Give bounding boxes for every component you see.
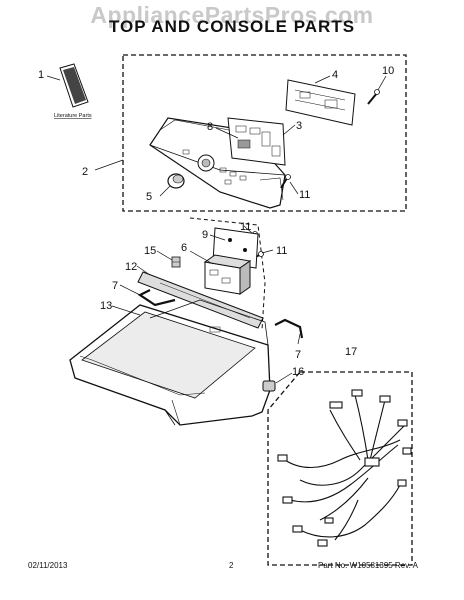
screw-11-upper (280, 174, 291, 189)
console-group-box (122, 54, 407, 212)
footer-date: 02/11/2013 (28, 561, 68, 570)
cover-foot (262, 380, 276, 392)
screw-10 (367, 89, 380, 105)
callout-9: 9 (202, 229, 208, 241)
callout-7-left: 7 (112, 280, 118, 292)
bracket-group-box (189, 217, 266, 331)
callout-16: 16 (292, 366, 304, 378)
footer-page-number: 2 (229, 561, 234, 570)
callout-11-middle: 11 (240, 221, 251, 233)
callout-11-lower: 11 (276, 245, 287, 257)
knob (167, 173, 185, 189)
leader-lines (46, 75, 387, 384)
callout-6: 6 (181, 242, 187, 254)
callout-8: 8 (207, 121, 213, 133)
footer-part-number: Part No. W10581395 Rev. A (318, 561, 418, 570)
callout-12: 12 (125, 261, 137, 273)
rear-control-board (285, 79, 356, 126)
literature-booklet (59, 63, 89, 108)
literature-parts-label: Literature Parts (54, 113, 92, 119)
callout-13: 13 (100, 300, 112, 312)
callout-5: 5 (146, 191, 152, 203)
watermark: AppliancePartsPros.com (90, 2, 374, 28)
page-title: TOP AND CONSOLE PARTS (108, 17, 356, 36)
callout-11-upper: 11 (299, 189, 310, 201)
screw-15 (171, 256, 181, 268)
callout-7-right: 7 (295, 349, 301, 361)
callout-10: 10 (382, 65, 394, 77)
control-box (203, 254, 252, 295)
control-board (227, 117, 286, 166)
harness-group-box (267, 371, 413, 566)
callout-2: 2 (82, 166, 88, 178)
callout-15: 15 (144, 245, 156, 257)
callout-17: 17 (345, 346, 357, 358)
hinge-rod-right (274, 318, 304, 339)
callout-3: 3 (296, 120, 302, 132)
callout-1: 1 (38, 69, 44, 81)
hinge-rod-left (137, 289, 176, 307)
callout-4: 4 (332, 69, 338, 81)
top-cover (69, 299, 271, 426)
wire-harness (277, 389, 412, 547)
